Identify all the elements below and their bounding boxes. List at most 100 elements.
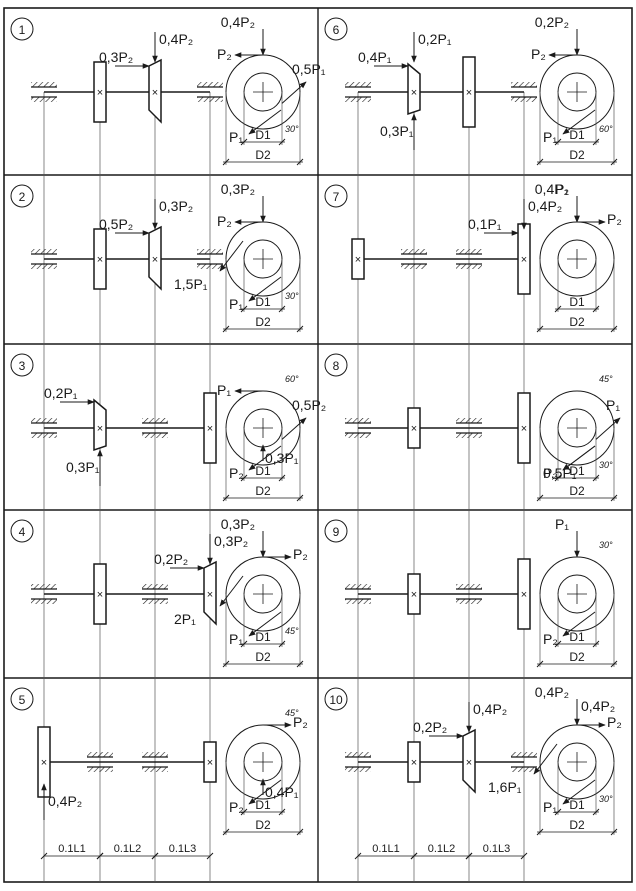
dim-tick bbox=[96, 852, 104, 860]
bearing-support bbox=[197, 82, 223, 102]
gear-hub-mark: × bbox=[521, 254, 527, 266]
spur-gear-body bbox=[517, 392, 531, 464]
angle-label: 30° bbox=[285, 291, 299, 301]
tangential-force-label: P₂ bbox=[293, 546, 308, 562]
inclined-force-arrow bbox=[595, 417, 621, 440]
tangential-force-label: P₂ bbox=[607, 714, 622, 730]
variant-number-badge bbox=[10, 519, 34, 543]
inclined-force-arrow bbox=[248, 779, 282, 805]
dim-label-d2: D2 bbox=[569, 148, 585, 162]
dim-tick bbox=[610, 494, 618, 502]
angle-label: 30° bbox=[285, 124, 299, 134]
radial-force-label: 0,4P₂ bbox=[473, 701, 507, 717]
variant-number: 8 bbox=[333, 359, 340, 373]
bearing-hatch-top bbox=[31, 249, 57, 254]
inclined-force-label: 1,5P₁ bbox=[174, 276, 208, 292]
angle-label: 60° bbox=[599, 124, 613, 134]
tangential-force-label: P₂ bbox=[217, 46, 232, 62]
angle-label: 60° bbox=[285, 374, 299, 384]
inclined-force-label: 2P₁ bbox=[174, 611, 196, 627]
bearing-support bbox=[31, 418, 57, 438]
variant-number-badge bbox=[10, 353, 34, 377]
dim-label-d1: D1 bbox=[569, 798, 585, 812]
gear-hub-mark: × bbox=[411, 423, 417, 435]
axial-force-label: 0,1P₁ bbox=[468, 216, 502, 232]
axial-force-label: 0,4P₁ bbox=[358, 49, 392, 65]
dim-label-d2: D2 bbox=[569, 315, 585, 329]
bearing-hatch-top bbox=[511, 82, 537, 87]
bevel-gear: × bbox=[407, 62, 421, 116]
bearing-hatch-bottom bbox=[197, 264, 223, 269]
bearing-hatch-top bbox=[142, 584, 168, 589]
variant-number: 10 bbox=[329, 693, 343, 707]
gear-hub-mark: × bbox=[411, 87, 417, 99]
bearing-hatch-bottom bbox=[197, 97, 223, 102]
bearing-hatch-bottom bbox=[345, 97, 371, 102]
spur-gear-body bbox=[93, 61, 107, 123]
spur-gear: × bbox=[93, 228, 107, 290]
gear-hub-mark: × bbox=[411, 589, 417, 601]
variant-number: 3 bbox=[19, 359, 26, 373]
dim-label-d2: D2 bbox=[255, 315, 271, 329]
dim-tick bbox=[592, 474, 600, 482]
dim-tick bbox=[296, 660, 304, 668]
variant-number-badge bbox=[324, 353, 348, 377]
dim-tick bbox=[296, 325, 304, 333]
inclined-force-arrow bbox=[248, 445, 282, 471]
radial-force-label: P₁ bbox=[555, 516, 569, 532]
dim-tick bbox=[536, 494, 544, 502]
gear-hub-mark: × bbox=[97, 423, 103, 435]
inclined-force-label: P₂ bbox=[543, 631, 558, 647]
dim-tick bbox=[536, 828, 544, 836]
bearing-hatch-top bbox=[345, 584, 371, 589]
dim-tick bbox=[536, 158, 544, 166]
spur-gear-body bbox=[203, 741, 217, 783]
variant-number-badge bbox=[324, 17, 348, 41]
radial-force-label: 0,4P₂ bbox=[159, 31, 193, 47]
bearing-support bbox=[456, 249, 482, 269]
bearing-hatch-top bbox=[197, 82, 223, 87]
dim-tick bbox=[536, 325, 544, 333]
inclined-force-label: 1,6P₁ bbox=[488, 779, 522, 795]
radial-force-label: 0,3P₂ bbox=[159, 198, 193, 214]
inclined-force-label: P₁ bbox=[543, 129, 557, 145]
spur-gear-body bbox=[351, 238, 365, 280]
inclined-force-arrow bbox=[281, 417, 307, 440]
dim-tick bbox=[610, 660, 618, 668]
radial-force-label: 0,4P₁ bbox=[265, 784, 299, 800]
bearing-support bbox=[142, 418, 168, 438]
spur-gear-body bbox=[407, 407, 421, 449]
inclined-force-arrow bbox=[562, 109, 596, 135]
dim-label-d2: D2 bbox=[255, 484, 271, 498]
spur-gear-body bbox=[203, 392, 217, 464]
dim-tick bbox=[278, 138, 286, 146]
inclined-force-arrow bbox=[219, 240, 244, 272]
gear-hub-mark: × bbox=[466, 87, 472, 99]
spur-gear: × bbox=[93, 61, 107, 123]
dim-tick bbox=[40, 852, 48, 860]
dim-tick bbox=[278, 474, 286, 482]
bearing-support bbox=[197, 249, 223, 269]
variant-number-badge bbox=[10, 17, 34, 41]
bearing-support bbox=[87, 752, 113, 772]
dim-tick bbox=[296, 158, 304, 166]
bearing-support bbox=[345, 418, 371, 438]
variant-number-badge bbox=[324, 184, 348, 208]
radial-force-label: 0,4P₂ bbox=[528, 198, 562, 214]
angle-label: 30° bbox=[599, 540, 613, 550]
radial-force-label: 0,3P₁ bbox=[66, 459, 100, 475]
variant-number: 2 bbox=[19, 190, 26, 204]
radial-force-label: 0,4P₂ bbox=[221, 14, 255, 30]
bearing-hatch-top bbox=[87, 752, 113, 757]
gear-hub-mark: × bbox=[97, 254, 103, 266]
variant-number-badge bbox=[10, 184, 34, 208]
inclined-force-arrow bbox=[533, 743, 558, 775]
dim-tick bbox=[592, 305, 600, 313]
gear-hub-mark: × bbox=[207, 589, 213, 601]
